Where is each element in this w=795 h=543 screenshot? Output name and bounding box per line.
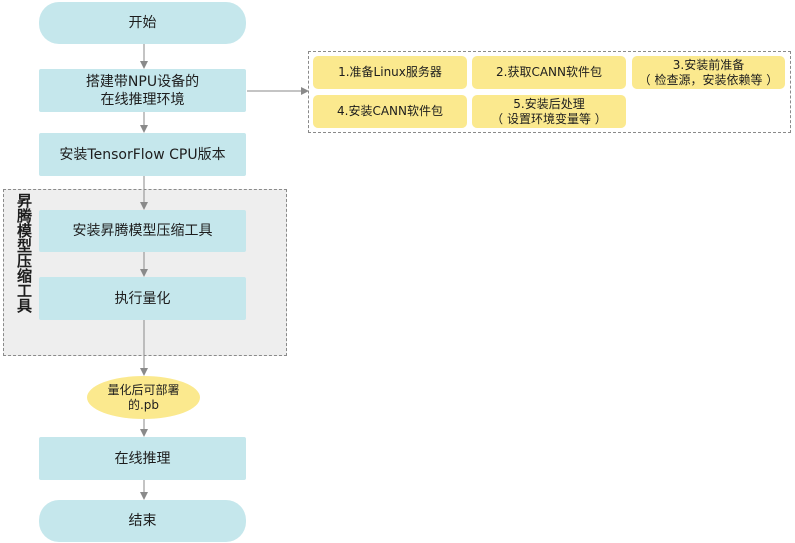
prep-step-post-install: 5.安装后处理 （ 设置环境变量等 ） [472,95,626,128]
prep-step-1-label: 1.准备Linux服务器 [338,65,442,79]
start-node: 开始 [39,2,246,44]
run-quantization-node: 执行量化 [39,277,246,320]
prep-step-3-line-2: （ 检查源，安装依赖等 ） [638,72,779,87]
run-quantization-label: 执行量化 [114,290,171,307]
deployable-pb-node: 量化后可部署 的.pb [87,376,200,419]
install-tensorflow-node: 安装TensorFlow CPU版本 [39,133,246,176]
install-compression-tool-label: 安装昇腾模型压缩工具 [72,223,213,239]
start-label: 开始 [128,15,157,31]
prep-step-3-line-1: 3.安装前准备 [672,57,745,72]
setup-environment-node: 搭建带NPU设备的 在线推理环境 [39,69,246,112]
online-inference-label: 在线推理 [114,450,171,467]
prep-step-2-label: 2.获取CANN软件包 [496,65,602,79]
compression-tool-group-label: 昇腾模型压缩工具 [15,193,33,313]
prep-step-install-cann: 4.安装CANN软件包 [313,95,467,128]
prep-step-5-line-1: 5.安装后处理 [513,96,585,111]
setup-environment-line-2: 在线推理环境 [100,91,185,108]
deployable-pb-line-2: 的.pb [127,397,160,412]
prep-step-get-cann: 2.获取CANN软件包 [472,56,626,89]
prep-step-5-line-2: （ 设置环境变量等 ） [491,111,607,126]
end-label: 结束 [128,513,157,529]
prep-step-pre-install: 3.安装前准备 （ 检查源，安装依赖等 ） [632,56,785,89]
deployable-pb-line-1: 量化后可部署 [107,382,180,397]
install-compression-tool-node: 安装昇腾模型压缩工具 [39,210,246,252]
end-node: 结束 [39,500,246,542]
prep-step-4-label: 4.安装CANN软件包 [337,104,443,118]
online-inference-node: 在线推理 [39,437,246,480]
setup-environment-line-1: 搭建带NPU设备的 [85,73,200,90]
install-tensorflow-label: 安装TensorFlow CPU版本 [59,146,226,163]
prep-step-prepare-linux: 1.准备Linux服务器 [313,56,467,89]
